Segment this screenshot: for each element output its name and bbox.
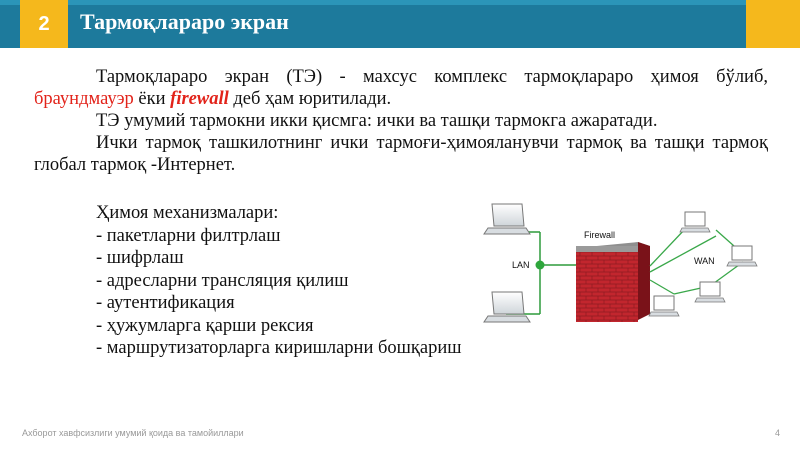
lan-hub-icon — [535, 260, 545, 270]
list-item: - маршрутизаторларга киришларни бошқариш — [96, 338, 462, 358]
laptop-icon — [483, 291, 531, 323]
lan-label: LAN — [512, 260, 530, 270]
firewall-brick-wall-icon — [576, 242, 650, 322]
firewall-diagram: LAN Firewall WAN — [483, 203, 758, 323]
text-segment: Тармоқлараро экран (ТЭ) - махсус комплек… — [96, 67, 768, 87]
list-item: - пакетларни филтрлаш — [96, 225, 281, 246]
slide-number-badge: 2 — [20, 0, 68, 48]
list-item: - ҳужумларга қарши рексия — [96, 315, 314, 336]
wan-label: WAN — [694, 256, 715, 266]
network-node-icon — [648, 295, 680, 317]
slide-body: Тармоқлараро экран (ТЭ) - махсус комплек… — [34, 66, 768, 176]
network-node-icon — [679, 211, 711, 233]
paragraph-definition: Тармоқлараро экран (ТЭ) - махсус комплек… — [34, 66, 768, 110]
laptop-icon — [483, 203, 531, 235]
footer-page-number: 4 — [775, 428, 781, 438]
firewall-label: Firewall — [584, 230, 615, 240]
paragraph-split: ТЭ умумий тармокни икки қисмга: ички ва … — [96, 111, 658, 131]
list-item: - шифрлаш — [96, 248, 184, 268]
text-segment: ёки — [133, 89, 171, 109]
list-heading: Ҳимоя механизмалари: — [96, 203, 279, 223]
network-node-icon — [694, 281, 726, 303]
header-stripe — [0, 0, 800, 5]
network-node-icon — [726, 245, 758, 267]
footer-course-title: Ахборот хавфсизлиги умумий қоида ва тамо… — [22, 428, 244, 438]
highlight-brandmauer: браундмауэр — [34, 89, 134, 109]
header-bar — [0, 0, 800, 48]
list-item: - адресларни трансляция қилиш — [96, 270, 349, 291]
highlight-firewall: firewall — [170, 89, 229, 109]
text-segment: деб ҳам юритилади. — [228, 89, 392, 109]
list-item: - аутентификация — [96, 293, 235, 313]
slide-title: Тармоқлараро экран — [80, 9, 289, 34]
paragraph-networks: Ички тармоқ ташкилотнинг ички тармоғи-ҳи… — [34, 133, 768, 175]
header-accent-tab — [746, 0, 800, 48]
protection-list: Ҳимоя механизмалари: - пакетларни филтрл… — [34, 202, 461, 360]
